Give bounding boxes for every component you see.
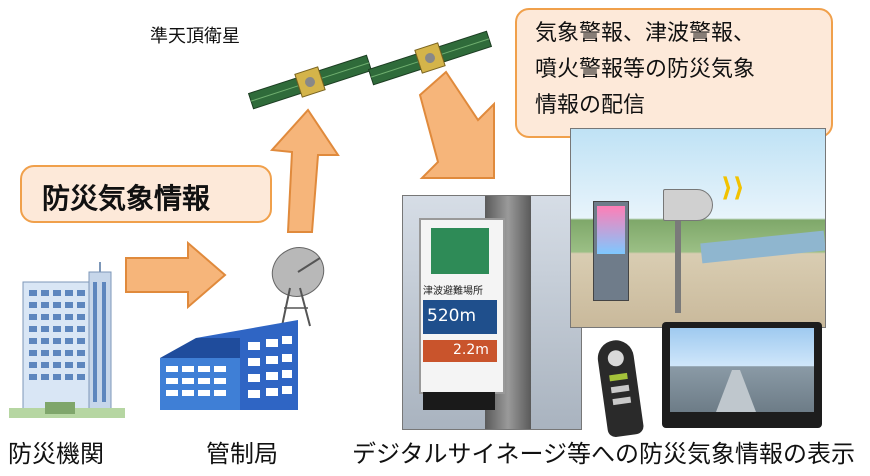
signage-kiosk	[593, 201, 629, 301]
sound-wave-icon: ⟩⟩	[721, 173, 745, 203]
caption-agency: 防災機関	[8, 440, 104, 468]
sign-distance: 520m	[427, 306, 477, 326]
arrow-satellite-to-signage	[418, 70, 495, 179]
control-station-image	[160, 247, 325, 410]
satellite-illustration	[247, 30, 493, 110]
disaster-info-label: 防災気象情報	[42, 182, 211, 215]
sign-altitude: 2.2m	[453, 342, 489, 358]
speaker-icon	[663, 189, 713, 221]
evacuation-sign: 津波避難場所 520m 2.2m	[419, 218, 505, 394]
satellite-dish-icon	[271, 247, 325, 327]
landscape-photo: ⟩⟩	[570, 128, 826, 328]
sign-pictogram	[431, 228, 489, 274]
car-navigation-image	[662, 322, 822, 428]
arrow-agency-to-station	[125, 240, 227, 310]
info-line-2: 噴火警報等の防災気象	[535, 57, 756, 82]
sign-distance-panel: 520m	[423, 300, 497, 334]
signage-photo: 津波避難場所 520m 2.2m	[402, 195, 582, 430]
sign-header: 津波避難場所	[423, 286, 483, 297]
agency-building-image	[9, 262, 125, 418]
sign-altitude-panel: 2.2m	[423, 340, 497, 362]
arrow-station-to-satellite	[269, 108, 340, 233]
info-line-1: 気象警報、津波警報、	[535, 21, 756, 46]
speaker-pole	[675, 209, 681, 313]
satellite-label: 準天頂衛星	[150, 26, 240, 47]
caption-signage: デジタルサイネージ等への防災気象情報の表示	[352, 440, 856, 468]
info-line-3: 情報の配信	[535, 93, 646, 118]
satellite-icon	[367, 30, 493, 86]
caption-control-station: 管制局	[206, 440, 278, 468]
river	[700, 230, 825, 264]
disaster-info-box: 防災気象情報	[20, 165, 272, 223]
satellite-icon	[247, 54, 373, 110]
led-display	[423, 392, 495, 410]
info-box: 気象警報、津波警報、 噴火警報等の防災気象 情報の配信	[515, 8, 833, 138]
